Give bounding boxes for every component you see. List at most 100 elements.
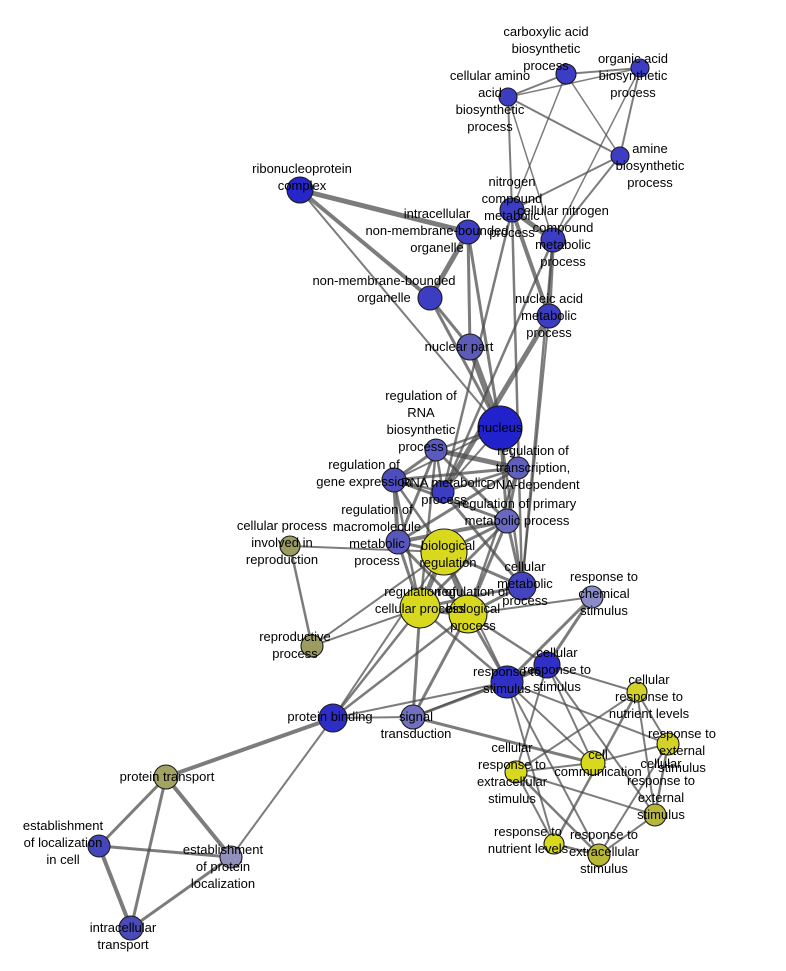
- graph-edge-na--cm: [521, 315, 550, 587]
- graph-node-epl[interactable]: establishment of protein localization: [219, 845, 243, 869]
- graph-edge-rtx--rge: [392, 466, 520, 482]
- graph-edge-pb--br: [332, 551, 445, 719]
- graph-edge-rnp--nu: [299, 189, 501, 429]
- graph-edge-cre--crx: [515, 771, 656, 816]
- graph-node-rnl[interactable]: response to nutrient levels: [543, 833, 565, 855]
- graph-edge-ca--am: [565, 73, 621, 157]
- graph-node-np[interactable]: nuclear part: [456, 333, 484, 361]
- graph-edge-crs--crn: [546, 664, 638, 693]
- graph-node-cnc[interactable]: cellular nitrogen compound metabolic pro…: [540, 227, 566, 253]
- graph-node-ca[interactable]: carboxylic acid biosynthetic process: [555, 63, 577, 85]
- graph-edge-nmo--nu: [428, 296, 502, 430]
- graph-node-rp[interactable]: reproductive process: [300, 634, 324, 658]
- graph-node-nu[interactable]: nucleus: [477, 405, 523, 451]
- graph-edge-cre--rxs: [514, 770, 601, 857]
- edge-layer: [97, 67, 670, 930]
- graph-node-rge[interactable]: regulation of gene expression: [381, 467, 407, 493]
- graph-edge-cre--rnl: [515, 771, 555, 845]
- graph-edge-oa--aa: [507, 67, 641, 98]
- graph-node-it[interactable]: intracellular transport: [118, 915, 144, 941]
- graph-node-na[interactable]: nucleic acid metabolic process: [536, 303, 562, 329]
- graph-node-cm[interactable]: cellular metabolic process: [507, 571, 537, 601]
- graph-edge-cnc--rnm: [441, 238, 555, 494]
- graph-edge-ca--oa: [565, 67, 641, 75]
- graph-node-rnm[interactable]: RNA metabolic process: [431, 480, 455, 504]
- graph-node-crs[interactable]: cellular response to stimulus: [533, 651, 561, 679]
- graph-node-rex[interactable]: response to external stimulus: [656, 732, 680, 756]
- graph-node-rcp[interactable]: regulation of cellular process: [399, 587, 441, 629]
- graph-edge-crs--st: [412, 664, 548, 718]
- graph-edge-pb--rs: [332, 681, 508, 719]
- graph-node-crn[interactable]: cellular response to nutrient levels: [626, 681, 648, 703]
- graph-edge-cc--st: [411, 715, 595, 765]
- graph-node-pb[interactable]: protein binding: [318, 703, 348, 733]
- graph-node-rbp[interactable]: regulation of biological process: [448, 594, 488, 634]
- graph-edge-crn--cre: [515, 691, 638, 773]
- graph-edge-epl--it: [129, 855, 233, 930]
- graph-edge-rp--br: [311, 551, 445, 647]
- graph-edge-aa--cnc: [507, 96, 554, 241]
- graph-node-rs[interactable]: response to stimulus: [490, 665, 524, 699]
- graph-edge-crn--crx: [636, 691, 656, 816]
- graph-edge-rex--cc: [592, 743, 669, 764]
- graph-edge-io--nmo: [427, 229, 471, 301]
- graph-node-aa[interactable]: cellular amino acid biosynthetic process: [498, 87, 518, 107]
- graph-edge-rtx--rmm: [396, 466, 520, 544]
- graph-edge-oa--am: [619, 67, 641, 157]
- graph-edge-crs--cc: [546, 664, 594, 764]
- graph-node-elc[interactable]: establishment of localization in cell: [87, 834, 111, 858]
- graph-edge-crs--rcs: [545, 595, 594, 667]
- graph-edge-rnp--io: [297, 187, 471, 235]
- graph-edge-rex--rxs: [598, 743, 669, 856]
- graph-edge-io--np: [466, 230, 472, 349]
- graph-node-am[interactable]: amine biosynthetic process: [610, 146, 630, 166]
- graph-edge-elc--epl: [97, 844, 233, 859]
- graph-node-cre[interactable]: cellular response to extracellular stimu…: [504, 760, 528, 784]
- graph-edge-rtx--rnm: [441, 466, 520, 494]
- graph-node-rtx[interactable]: regulation of transcription, DNA-depende…: [506, 456, 530, 480]
- graph-node-nmo[interactable]: non-membrane-bounded organelle: [417, 285, 443, 311]
- graph-edge-pb--epl: [230, 717, 334, 858]
- graph-edge-rs--rcs: [505, 595, 594, 684]
- graph-node-pt[interactable]: protein transport: [153, 764, 179, 790]
- graph-node-rmm[interactable]: regulation of macromolecule metabolic pr…: [385, 529, 411, 555]
- graph-node-crx[interactable]: cellular response to external stimulus: [643, 803, 667, 827]
- graph-edge-cpr--rp: [288, 544, 314, 648]
- graph-node-io[interactable]: intracellular non-membrane-bounded organ…: [455, 219, 481, 245]
- graph-edge-io--nu: [466, 230, 502, 430]
- graph-edge-na--rnm: [440, 313, 552, 495]
- graph-edge-rtx--rbp: [466, 466, 520, 616]
- graph-edge-cpr--br: [289, 545, 445, 553]
- graph-node-rpm[interactable]: regulation of primary metabolic process: [494, 508, 520, 534]
- graph-edge-rrb--rtx: [433, 447, 521, 471]
- graph-edge-am--nc: [511, 155, 621, 211]
- graph-edge-pb--rbp: [331, 612, 470, 720]
- graph-node-rxs[interactable]: response to extracellular stimulus: [587, 843, 611, 867]
- graph-edge-pt--elc: [97, 775, 168, 848]
- graph-node-rnp[interactable]: ribonucleoprotein complex: [286, 176, 314, 204]
- graph-edge-aa--nc: [507, 96, 513, 211]
- graph-edge-crs--crx: [546, 664, 656, 816]
- graph-node-st[interactable]: signal transduction: [400, 704, 426, 730]
- graph-edge-ca--nc: [511, 73, 567, 211]
- graph-edge-pt--epl: [164, 775, 233, 859]
- graph-edge-oa--cnc: [552, 67, 641, 241]
- graph-node-cc[interactable]: cell communication: [580, 750, 606, 776]
- graph-edge-aa--am: [507, 96, 621, 157]
- graph-edge-rs--rex: [506, 681, 669, 745]
- graph-node-rcs[interactable]: response to chemical stimulus: [580, 585, 604, 609]
- graph-node-cpr[interactable]: cellular process involved in reproductio…: [279, 535, 301, 557]
- graph-edge-pt--it: [129, 775, 168, 930]
- graph-edge-rcs--rbp: [467, 596, 593, 615]
- graph-node-br[interactable]: biological regulation: [420, 528, 468, 576]
- graph-node-nc[interactable]: nitrogen compound metabolic process: [499, 197, 525, 223]
- graph-edge-elc--it: [97, 844, 133, 930]
- graph-node-oa[interactable]: organic acid biosynthetic process: [630, 58, 650, 78]
- graph-node-rrb[interactable]: regulation of RNA biosynthetic process: [424, 438, 448, 462]
